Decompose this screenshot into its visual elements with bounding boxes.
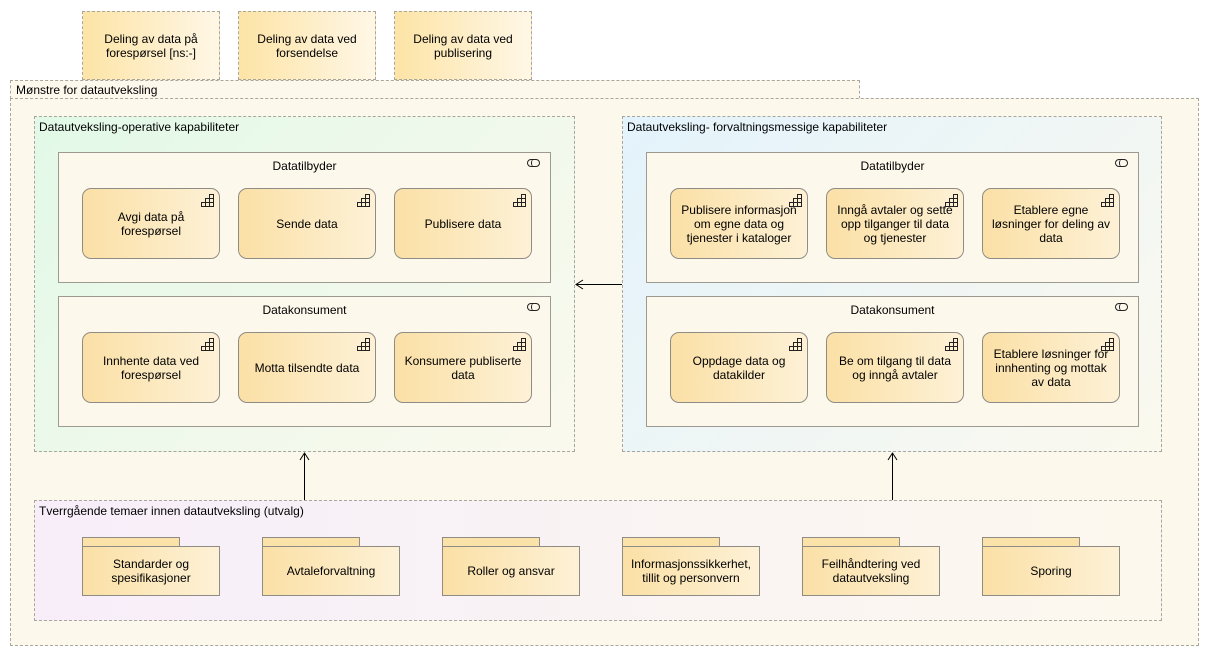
theme-tab <box>442 537 540 546</box>
theme-tab <box>622 537 720 546</box>
capability-icon <box>945 338 958 351</box>
top-item-3-label: Deling av data ved publisering <box>413 31 513 60</box>
theme-informasjonssikkerhet[interactable]: Informasjonssikkerhet, tillit og personv… <box>622 537 760 596</box>
theme-feilhandtering[interactable]: Feilhåndtering ved datautveksling <box>802 537 940 596</box>
theme-label: Standarder og spesifikasjoner <box>111 557 191 585</box>
top-item-2[interactable]: Deling av data ved forsendelse <box>238 11 376 80</box>
capability-icon <box>789 338 802 351</box>
operative-group-title: Datautveksling-operative kapabiliteter <box>39 120 240 134</box>
capability-icon <box>357 338 370 351</box>
capability-icon <box>789 194 802 207</box>
capability-label: Inngå avtaler og sette opp tilganger til… <box>837 202 953 245</box>
role-icon <box>527 159 540 167</box>
capability-label: Avgi data på forespørsel <box>117 209 185 238</box>
top-item-3[interactable]: Deling av data ved publisering <box>394 11 532 80</box>
theme-avtaleforvaltning[interactable]: Avtaleforvaltning <box>262 537 400 596</box>
capability-icon <box>357 194 370 207</box>
theme-sporing[interactable]: Sporing <box>982 537 1120 596</box>
capability-oppdage-data[interactable]: Oppdage data og datakilder <box>670 332 808 403</box>
capability-sende-data[interactable]: Sende data <box>238 188 376 259</box>
theme-body: Avtaleforvaltning <box>262 546 400 596</box>
capability-inngaa-avtaler[interactable]: Inngå avtaler og sette opp tilganger til… <box>826 188 964 259</box>
management-group-title: Datautveksling- forvaltningsmessige kapa… <box>627 120 888 134</box>
theme-body: Sporing <box>982 546 1120 596</box>
capability-innhente-data[interactable]: Innhente data ved forespørsel <box>82 332 220 403</box>
capability-publisere-data[interactable]: Publisere data <box>394 188 532 259</box>
capability-icon <box>513 338 526 351</box>
arrowhead-up-right <box>887 452 898 461</box>
theme-body: Roller og ansvar <box>442 546 580 596</box>
theme-tab <box>982 537 1080 546</box>
capability-publisere-informasjon[interactable]: Publisere informasjon om egne data og tj… <box>670 188 808 259</box>
theme-body: Feilhåndtering ved datautveksling <box>802 546 940 596</box>
capability-label: Etablere egne løsninger for deling av da… <box>991 202 1111 245</box>
management-consumer-title: Datakonsument <box>850 303 935 317</box>
capability-label: Sende data <box>276 216 338 231</box>
capability-label: Be om tilgang til data og inngå avtaler <box>838 353 952 382</box>
capability-label: Publisere data <box>424 216 502 231</box>
capability-icon <box>513 194 526 207</box>
theme-roller[interactable]: Roller og ansvar <box>442 537 580 596</box>
theme-tab <box>262 537 360 546</box>
management-provider-title: Datatilbyder <box>860 159 925 173</box>
capability-be-om-tilgang[interactable]: Be om tilgang til data og inngå avtaler <box>826 332 964 403</box>
theme-body: Standarder og spesifikasjoner <box>82 546 220 596</box>
role-icon <box>1115 303 1128 311</box>
theme-label: Feilhåndtering ved datautveksling <box>821 557 921 585</box>
capability-motta-data[interactable]: Motta tilsendte data <box>238 332 376 403</box>
capability-icon <box>201 194 214 207</box>
theme-label: Avtaleforvaltning <box>286 564 376 578</box>
arrowhead-left <box>575 279 584 290</box>
capability-label: Publisere informasjon om egne data og tj… <box>681 202 797 245</box>
capability-icon <box>1101 338 1114 351</box>
operative-consumer-title: Datakonsument <box>262 303 347 317</box>
capability-etablere-egne-losninger[interactable]: Etablere egne løsninger for deling av da… <box>982 188 1120 259</box>
capability-etablere-losninger-innhenting[interactable]: Etablere løsninger for innhenting og mot… <box>982 332 1120 403</box>
capability-label: Motta tilsendte data <box>254 360 360 375</box>
themes-group-title: Tverrgående temaer innen datautveksling … <box>39 504 304 518</box>
theme-tab <box>802 537 900 546</box>
role-icon <box>1115 159 1128 167</box>
theme-tab <box>82 537 180 546</box>
capability-konsumere-data[interactable]: Konsumere publiserte data <box>394 332 532 403</box>
capability-label: Etablere løsninger for innhenting og mot… <box>993 346 1109 389</box>
capability-label: Konsumere publiserte data <box>404 353 522 382</box>
top-item-1-label: Deling av data på forespørsel [ns:-] <box>104 31 198 60</box>
theme-standarder[interactable]: Standarder og spesifikasjoner <box>82 537 220 596</box>
capability-icon <box>1101 194 1114 207</box>
top-item-1[interactable]: Deling av data på forespørsel [ns:-] <box>82 11 220 80</box>
theme-label: Sporing <box>1030 564 1072 578</box>
capability-avgi-data[interactable]: Avgi data på forespørsel <box>82 188 220 259</box>
capability-label: Oppdage data og datakilder <box>692 353 786 382</box>
theme-body: Informasjonssikkerhet, tillit og personv… <box>622 546 760 596</box>
capability-label: Innhente data ved forespørsel <box>102 353 200 382</box>
theme-label: Informasjonssikkerhet, tillit og personv… <box>630 557 752 585</box>
arrowhead-up-left <box>299 452 310 461</box>
top-item-2-label: Deling av data ved forsendelse <box>257 31 357 60</box>
capability-icon <box>945 194 958 207</box>
main-group-title: Mønstre for datautveksling <box>16 83 158 97</box>
themes-group: Tverrgående temaer innen datautveksling … <box>34 500 1162 621</box>
main-group-tab: Mønstre for datautveksling <box>10 80 860 99</box>
theme-label: Roller og ansvar <box>467 564 555 578</box>
role-icon <box>527 303 540 311</box>
capability-icon <box>201 338 214 351</box>
operative-provider-title: Datatilbyder <box>272 159 337 173</box>
